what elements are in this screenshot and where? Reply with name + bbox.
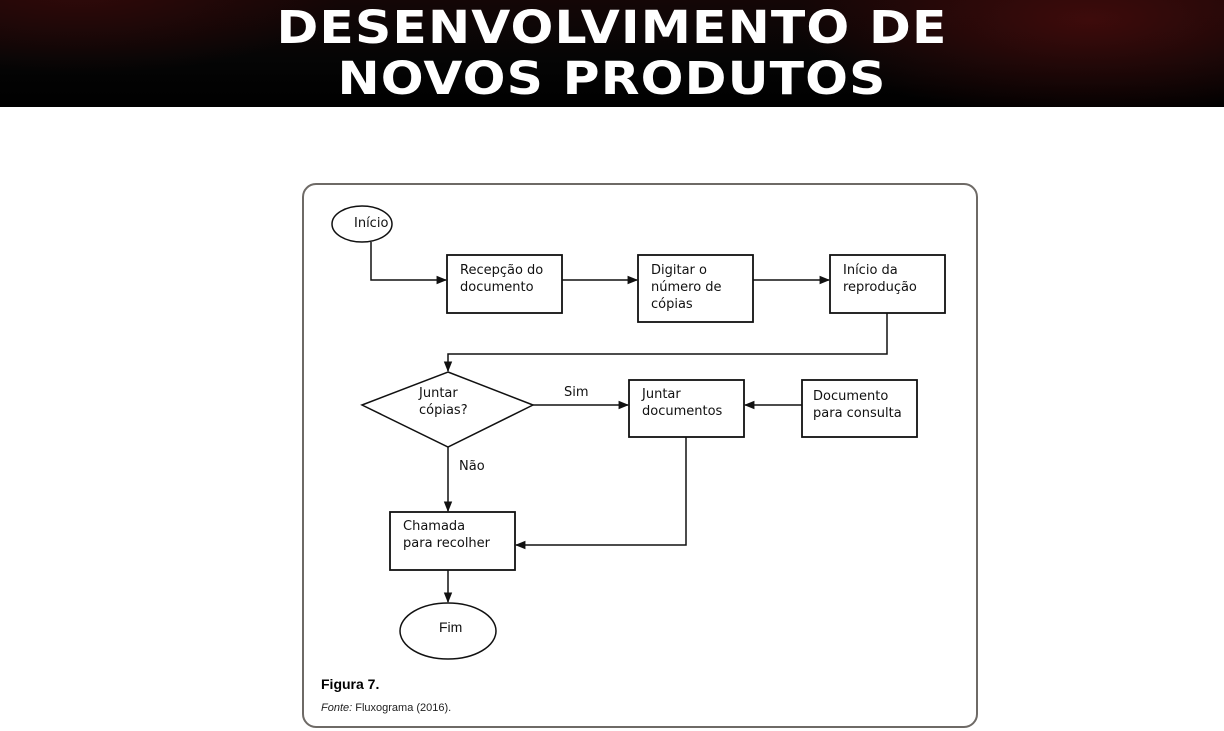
call-to-collect-box <box>389 511 516 571</box>
source-prefix: Fonte: <box>321 702 353 714</box>
start-reproduction-label: Início da reprodução <box>843 263 917 295</box>
reception-label: Recepção do documento <box>460 263 544 295</box>
figure-caption-source: Fonte: Fluxograma (2016). <box>321 702 451 714</box>
start-reproduction-box <box>829 254 946 314</box>
source-text: Fluxograma (2016). <box>352 702 452 714</box>
edge-join-to-collect <box>514 437 687 550</box>
page-title: DESENVOLVIMENTO DE NOVOS PRODUTOS <box>0 2 1224 104</box>
reference-document-box <box>801 379 918 438</box>
reception-box <box>446 254 563 314</box>
header-banner: DESENVOLVIMENTO DE NOVOS PRODUTOS <box>0 0 1224 107</box>
end-label: Fim <box>439 619 463 635</box>
edge-reproduction-to-decision <box>443 313 888 373</box>
start-terminal <box>331 205 393 243</box>
title-line-2: NOVOS PRODUTOS <box>337 52 887 105</box>
figure-caption-title: Figura 7. <box>321 676 380 692</box>
enter-copies-box <box>637 254 754 323</box>
title-line-1: DESENVOLVIMENTO DE <box>276 1 948 54</box>
enter-copies-label: Digitar o número de cópias <box>651 263 722 312</box>
edge-label-no: Não <box>459 459 485 474</box>
edge-label-yes: Sim <box>564 385 589 400</box>
edge-start-to-reception <box>370 242 448 285</box>
join-documents-label: Juntar documentos <box>642 387 723 419</box>
reference-document-label: Documento para consulta <box>813 389 902 421</box>
start-label: Início <box>354 216 389 231</box>
call-to-collect-label: Chamada para recolher <box>403 519 491 551</box>
connectors <box>370 242 888 604</box>
decision-label: Juntar cópias? <box>419 386 468 418</box>
